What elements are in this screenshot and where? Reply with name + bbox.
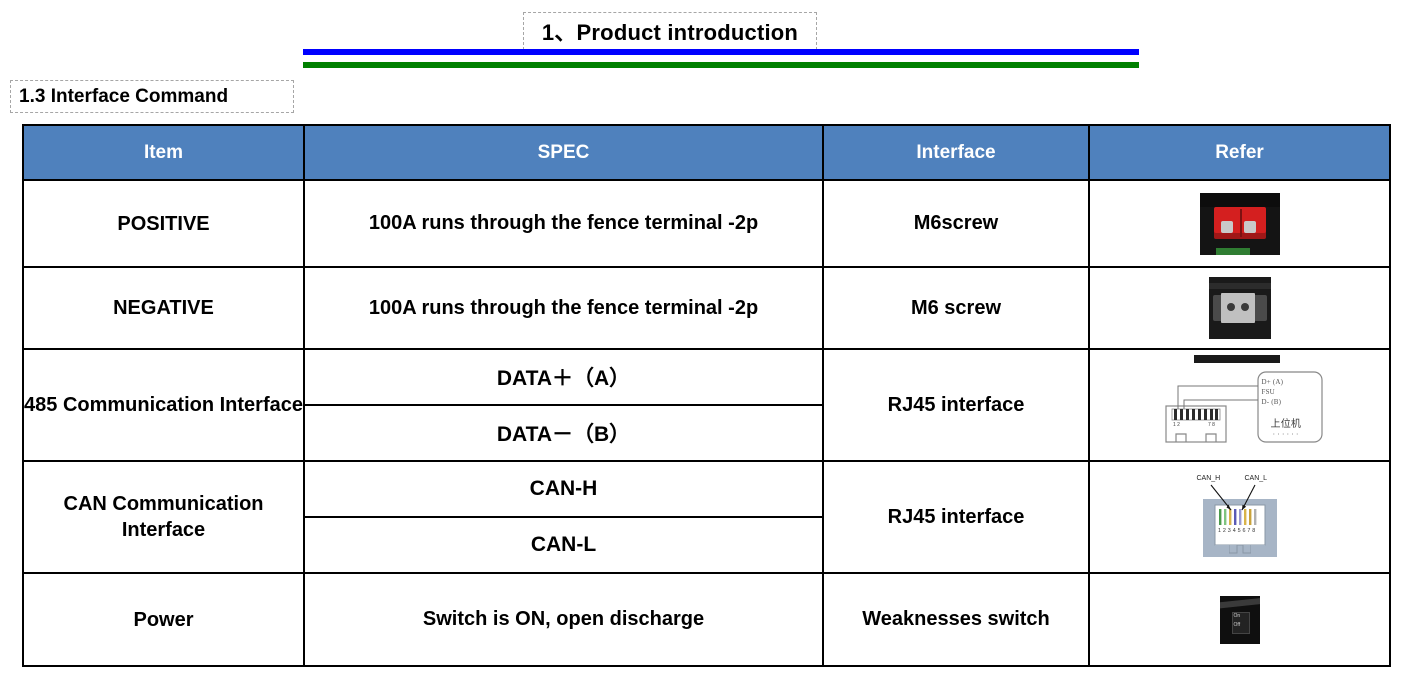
- red-terminal-photo-icon: [1199, 192, 1280, 255]
- svg-text:12345678: 12345678: [1218, 528, 1257, 534]
- section-subtitle-box: 1.3 Interface Command: [10, 80, 294, 113]
- table-row: CAN-L: [23, 516, 1390, 574]
- column-header-interface: Interface: [822, 124, 1090, 181]
- column-header-spec: SPEC: [303, 124, 824, 181]
- rs485-label-host: 上位机: [1270, 419, 1302, 430]
- switch-label-on: On: [1233, 612, 1241, 619]
- interface-command-table: Item SPEC Interface Refer POSITIVE 100A …: [22, 124, 1391, 667]
- rs485-label-d-minus: D- (B): [1261, 398, 1282, 406]
- column-header-item: Item: [22, 124, 305, 181]
- cell-interface-positive: M6screw: [822, 179, 1090, 268]
- cell-item-can-communication-interface: CAN Communication Interface: [22, 460, 305, 574]
- rs485-label-dots: ······: [1272, 430, 1301, 439]
- cell-refer-can: CAN_H CAN_L: [1088, 460, 1391, 574]
- cell-spec-positive: 100A runs through the fence terminal -2p: [303, 179, 824, 268]
- rs485-diagram-svg: 1 2 7 8: [1154, 368, 1325, 448]
- cell-spec-power: Switch is ON, open discharge: [303, 572, 824, 667]
- can-label-h: CAN_H: [1196, 475, 1221, 482]
- cell-interface-485: RJ45 interface: [822, 348, 1090, 462]
- divider-rule-green: [303, 62, 1139, 68]
- column-header-refer: Refer: [1088, 124, 1391, 181]
- divider-rule-blue: [303, 49, 1139, 55]
- document-title-box: 1、Product introduction: [523, 12, 817, 50]
- switch-label-off: Off: [1233, 621, 1241, 628]
- rs485-label-d-plus: D+ (A): [1261, 378, 1284, 386]
- cell-item-power: Power: [22, 572, 305, 667]
- cell-interface-can: RJ45 interface: [822, 460, 1090, 574]
- cell-spec-negative: 100A runs through the fence terminal -2p: [303, 266, 824, 350]
- rs485-wiring-diagram-icon: 1 2 7 8 D+ (A) FSU D- (B) 上位机 ······: [1153, 355, 1326, 450]
- can-rj45-pinout-diagram-icon: CAN_H CAN_L: [1184, 473, 1295, 561]
- section-subtitle: 1.3 Interface Command: [19, 85, 229, 107]
- svg-text:7 8: 7 8: [1208, 422, 1215, 428]
- cell-spec-485-data-minus: DATA－（B）: [303, 404, 824, 462]
- page-title: 1、Product introduction: [541, 20, 799, 45]
- can-diagram-svg: 12345678: [1202, 484, 1277, 557]
- cell-spec-can-l: CAN-L: [303, 516, 824, 574]
- cell-interface-negative: M6 screw: [822, 266, 1090, 350]
- cell-item-positive: POSITIVE: [22, 179, 305, 268]
- svg-text:1 2: 1 2: [1173, 422, 1180, 428]
- table-row: Power Switch is ON, open discharge Weakn…: [22, 572, 1391, 667]
- rocker-switch-photo-icon: On Off: [1219, 595, 1260, 644]
- black-terminal-photo-icon: [1208, 277, 1271, 339]
- cell-item-485-communication-interface: 485 Communication Interface: [22, 348, 305, 462]
- table-row: CAN Communication Interface CAN-H RJ45 i…: [22, 460, 1391, 574]
- table-row: 485 Communication Interface DATA＋（A） RJ4…: [22, 348, 1391, 462]
- table-row: POSITIVE 100A runs through the fence ter…: [22, 179, 1391, 268]
- table-row: NEGATIVE 100A runs through the fence ter…: [22, 266, 1391, 350]
- rs485-label-fsu: FSU: [1261, 388, 1275, 396]
- refer-image-wrap: On Off: [1090, 595, 1389, 644]
- cell-refer-power: On Off: [1088, 572, 1391, 667]
- can-label-l: CAN_L: [1244, 475, 1268, 482]
- refer-image-wrap: [1090, 277, 1389, 339]
- cell-refer-485: 1 2 7 8 D+ (A) FSU D- (B) 上位机 ······: [1088, 348, 1391, 462]
- cell-refer-negative: [1088, 266, 1391, 350]
- cell-spec-485-data-plus: DATA＋（A）: [303, 348, 824, 406]
- refer-image-wrap: 1 2 7 8 D+ (A) FSU D- (B) 上位机 ······: [1090, 355, 1389, 450]
- cell-interface-power: Weaknesses switch: [822, 572, 1090, 667]
- refer-image-wrap: CAN_H CAN_L: [1090, 473, 1389, 561]
- table-header-row: Item SPEC Interface Refer: [22, 124, 1391, 181]
- cell-spec-can-h: CAN-H: [303, 460, 824, 518]
- refer-image-wrap: [1090, 192, 1389, 255]
- table-row: DATA－（B）: [23, 404, 1390, 462]
- cell-refer-positive: [1088, 179, 1391, 268]
- cell-item-negative: NEGATIVE: [22, 266, 305, 350]
